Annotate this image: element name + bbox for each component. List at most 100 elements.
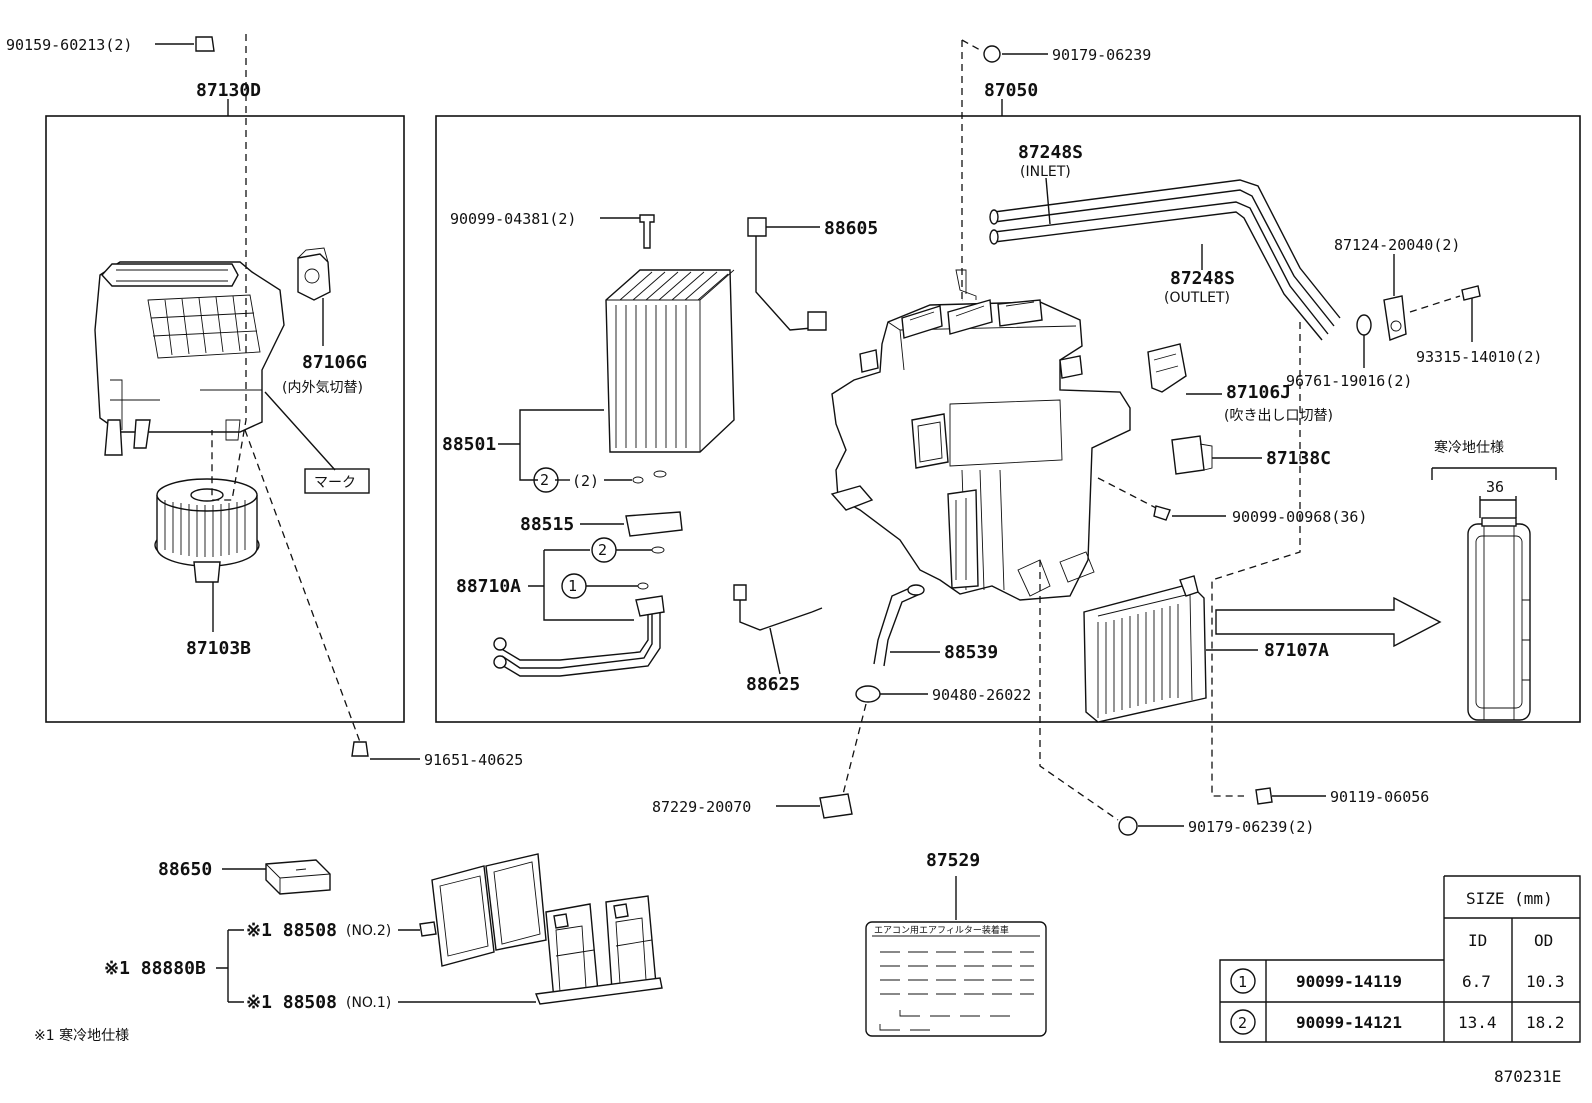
sensor-88625-drawing [733,584,823,631]
table-id-header: ID [1468,931,1487,950]
label-90119: 90119-06056 [1330,788,1429,806]
label-ring2-qty: (2) [572,472,599,490]
table-row2-mark: 2 [1238,1014,1247,1032]
label-87124: 87124-20040(2) [1334,236,1460,254]
table-row1-mark: 1 [1238,973,1247,991]
cold-spec-bracket [1431,467,1557,480]
footnote: ※1 寒冷地仕様 [34,1027,129,1044]
label-87106j-sub: (吹き出し口切替) [1224,408,1333,424]
label-dim-36: 36 [1486,478,1504,496]
servo-87106g-drawing [297,247,331,301]
blower-motor-drawing [154,478,260,583]
table-row2-od: 18.2 [1526,1013,1565,1032]
label-90159: 90159-60213(2) [6,36,132,54]
screw-90159-icon [195,36,215,52]
table-row2-part: 90099-14121 [1296,1013,1402,1032]
oring-mark-2a [533,467,559,493]
label-88625: 88625 [746,674,800,695]
clamp-hole [1390,320,1402,332]
label-88880b: ※1 88880B [104,958,206,979]
label-87138c: 87138C [1266,448,1331,469]
label-87107a: 87107A [1264,640,1329,661]
label-88605: 88605 [824,218,878,239]
cold-spec-core-drawing [1467,517,1531,721]
drain-hose-drawing [873,584,925,667]
caution-label-text-lines [879,951,1034,1031]
nut-90179-bottom-icon [1118,816,1138,836]
label-88508-no2: ※1 88508 [246,920,337,941]
leader-90179-top [961,39,981,300]
blower-case-drawing [94,261,285,456]
table-size-header: SIZE (mm) [1466,889,1553,908]
heater-case-drawing [830,269,1131,601]
label-87248s-inlet: 87248S [1018,142,1083,163]
screw-91651-icon [351,741,369,757]
mark-box [304,468,370,494]
resistor-87138c-drawing [1171,435,1213,475]
table-row1-part: 90099-14119 [1296,972,1402,991]
caution-label-heading: エアコン用エアフィルター装着車 [874,924,1009,936]
label-88710a: 88710A [456,576,521,597]
sensor-88605-drawing [747,217,827,331]
label-87050: 87050 [984,80,1038,101]
oring-c-icon [651,546,665,554]
diagram-id: 870231E [1494,1067,1561,1086]
screw-90099-00968-icon [1153,505,1171,521]
label-87529: 87529 [926,850,980,871]
servo-87106j-drawing [1147,343,1187,393]
part-87229-drawing [819,793,853,819]
leader-93315-dash [1409,295,1461,313]
label-87106g-sub: (内外気切替) [282,380,363,396]
leader-88501 [519,409,604,481]
label-88508-no1: ※1 88508 [246,992,337,1013]
label-88515: 88515 [520,514,574,535]
leader-88710a [528,549,638,621]
expansion-valve-drawing [625,511,683,537]
oring-96761-icon [1356,314,1372,336]
leader-87248s-inlet [1045,177,1051,225]
nut-90179-top-icon [983,45,1001,63]
label-96761: 96761-19016(2) [1286,372,1412,390]
label-87103b: 87103B [186,638,251,659]
leader-91651 [244,429,361,743]
bolt-93315-icon [1461,285,1481,301]
cold-spec-arrow [1215,596,1442,648]
table-od-header: OD [1534,931,1553,950]
bolt-90119-icon [1255,787,1273,805]
label-90179-bottom: 90179-06239(2) [1188,818,1314,836]
label-inlet: (INLET) [1020,164,1071,180]
oring-b-icon [653,470,667,478]
oring-mark-2a-num: 2 [540,471,549,489]
blower-unit-frame [45,115,405,723]
dim-36-line [1479,496,1517,518]
label-87130d: 87130D [196,80,261,101]
caution-label-drawing [865,921,1047,1037]
heater-core-drawing [1083,575,1207,723]
leader-90159 [211,34,247,501]
leader-mark [264,391,336,471]
table-row2-id: 13.4 [1458,1013,1497,1032]
label-88501: 88501 [442,434,496,455]
oring-size-table [1219,875,1581,1043]
label-90099-04381: 90099-04381(2) [450,210,576,228]
leader-88625 [769,627,781,675]
leader-90099-00968-dash [1097,477,1161,511]
oring-d-icon [637,582,649,590]
table-row1-od: 10.3 [1526,972,1565,991]
screw-90099-04381-icon [639,214,655,249]
leader-87229-dash [839,703,867,807]
oring-mark-2b [591,537,617,563]
leader-88880b-bracket [216,929,244,1003]
label-90099-00968: 90099-00968(36) [1232,508,1367,526]
oring-mark-2b-num: 2 [598,541,607,559]
oring-mark-1-num: 1 [568,577,577,595]
label-88650: 88650 [158,859,212,880]
label-90179-top: 90179-06239 [1052,46,1151,64]
filter-no1-drawing [535,895,663,1005]
label-93315: 93315-14010(2) [1416,348,1542,366]
label-cold-spec: 寒冷地仕様 [1434,439,1504,456]
label-no1: (NO.1) [346,995,391,1011]
label-mark: マーク [314,475,356,491]
tube-88710a-drawing [493,595,665,677]
